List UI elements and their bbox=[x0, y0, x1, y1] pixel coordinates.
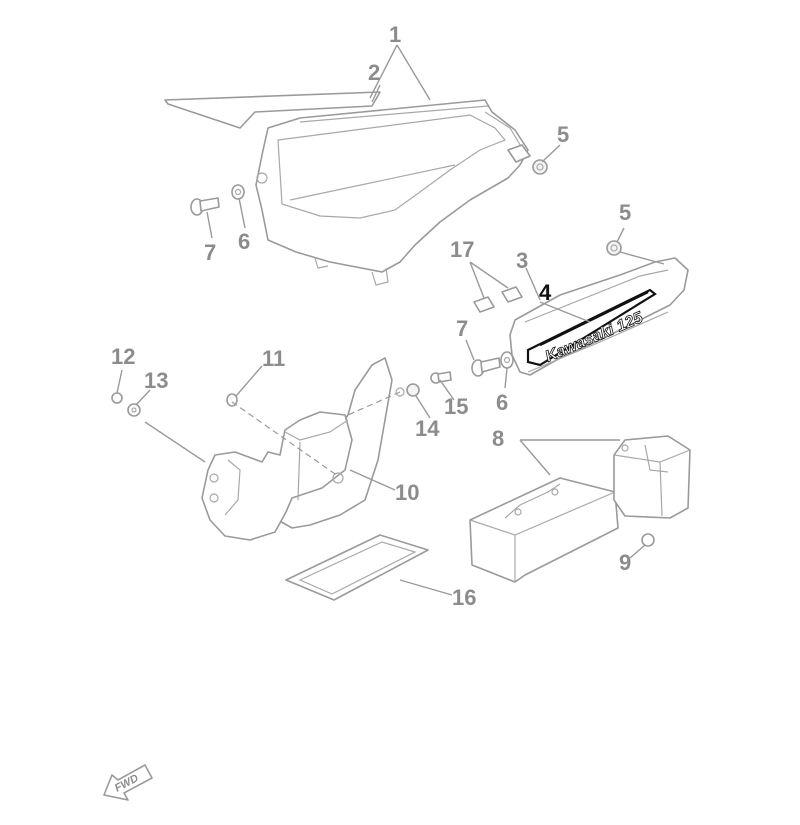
callout-16: 16 bbox=[452, 585, 476, 610]
bolt-12 bbox=[111, 392, 123, 404]
callout-12: 12 bbox=[111, 344, 135, 369]
callout-3: 3 bbox=[516, 248, 528, 273]
callout-9: 9 bbox=[619, 550, 631, 575]
screw-9 bbox=[641, 533, 655, 547]
nut-5-top bbox=[532, 159, 548, 175]
callout-17: 17 bbox=[450, 237, 474, 262]
box-8-large bbox=[469, 477, 619, 583]
bolt-7-top bbox=[190, 197, 220, 216]
grommet-6-top bbox=[231, 184, 245, 200]
callout-2: 2 bbox=[368, 60, 380, 85]
mat-16 bbox=[285, 534, 429, 601]
callout-7-right: 7 bbox=[456, 316, 468, 341]
callout-7-top: 7 bbox=[204, 240, 216, 265]
dashed-guide-lines bbox=[231, 391, 401, 477]
callout-13: 13 bbox=[144, 368, 168, 393]
callout-5-right: 5 bbox=[619, 200, 631, 225]
leader-lines bbox=[116, 44, 665, 596]
callout-5-top: 5 bbox=[557, 122, 569, 147]
fwd-arrow-icon: FWD bbox=[103, 764, 153, 801]
callout-8: 8 bbox=[492, 426, 504, 451]
pads-17 bbox=[473, 286, 523, 313]
callout-4: 4 bbox=[539, 280, 552, 305]
callout-6-top: 6 bbox=[238, 229, 250, 254]
nut-5-right bbox=[606, 240, 622, 256]
callout-14: 14 bbox=[415, 416, 440, 441]
callout-15: 15 bbox=[444, 394, 468, 419]
side-cover-panel bbox=[164, 91, 531, 286]
screw-11 bbox=[226, 393, 238, 407]
callout-10: 10 bbox=[395, 480, 419, 505]
bolt-7-right bbox=[471, 357, 501, 377]
callouts: 1 2 3 4 5 5 6 6 7 7 8 9 10 11 12 13 14 1… bbox=[111, 22, 631, 610]
nut-14 bbox=[406, 383, 420, 397]
box-8-small bbox=[613, 435, 691, 519]
callout-11: 11 bbox=[262, 346, 285, 371]
callout-1: 1 bbox=[389, 22, 401, 47]
callout-6-right: 6 bbox=[496, 390, 508, 415]
battery-case-10 bbox=[201, 357, 405, 541]
washer-13 bbox=[127, 403, 141, 417]
grommet-6-right bbox=[500, 351, 514, 369]
bolt-15 bbox=[430, 371, 452, 384]
